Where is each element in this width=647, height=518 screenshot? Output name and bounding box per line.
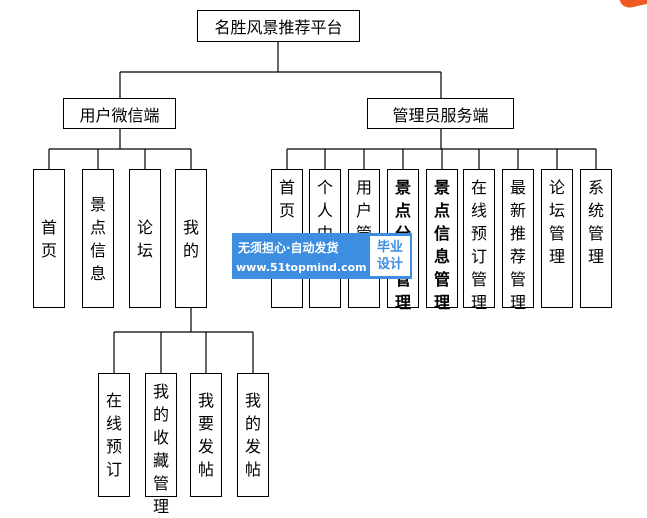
wechat-item-3-label: 我的: [182, 217, 199, 260]
admin-item-7-label: 论坛管理: [548, 178, 565, 266]
watermark-badge: 毕业 设计: [370, 236, 410, 276]
my-item-2-label: 我要发帖: [197, 391, 214, 479]
admin-item-4-label: 景点信息管理: [433, 178, 450, 312]
my-item-2: 我要发帖: [190, 373, 222, 497]
admin-item-4: 景点信息管理: [426, 169, 458, 312]
watermark-slogan: 无须担心·自动发货: [238, 241, 339, 255]
wechat-item-3: 我的: [175, 169, 207, 308]
admin-item-8: 系统管理: [580, 169, 612, 308]
my-item-1-label: 我的收藏管理: [152, 382, 169, 516]
admin-item-8-label: 系统管理: [587, 178, 604, 266]
admin-item-0-label: 首页: [278, 178, 295, 220]
admin-item-7: 论坛管理: [541, 169, 573, 308]
admin-item-5: 在线预订管理: [463, 169, 495, 312]
my-item-3-label: 我的发帖: [244, 391, 261, 479]
wechat-item-2: 论坛: [129, 169, 161, 308]
admin-item-5-label: 在线预订管理: [470, 178, 487, 312]
wechat-item-1: 景点信息: [82, 169, 114, 308]
wechat-item-0: 首页: [33, 169, 65, 308]
my-item-3: 我的发帖: [237, 373, 269, 497]
my-item-0-label: 在线预订: [105, 391, 122, 479]
my-item-0: 在线预订: [98, 373, 130, 497]
wechat-item-0-label: 首页: [40, 217, 57, 260]
branch-wechat: 用户微信端: [63, 98, 176, 129]
watermark-url: www.51topmind.com: [236, 261, 367, 274]
my-item-1: 我的收藏管理: [145, 373, 177, 516]
wechat-item-1-label: 景点信息: [89, 194, 106, 283]
admin-item-6-label: 最新推荐管理: [509, 178, 526, 312]
admin-item-6: 最新推荐管理: [502, 169, 534, 312]
watermark-banner: 无须担心·自动发货 www.51topmind.com 毕业 设计: [232, 233, 412, 279]
watermark-badge-top: 毕业: [376, 240, 403, 255]
branch-admin: 管理员服务端: [367, 98, 514, 129]
wechat-item-2-label: 论坛: [136, 217, 153, 260]
watermark-badge-bottom: 设计: [376, 257, 403, 272]
root-node: 名胜风景推荐平台: [197, 10, 360, 42]
